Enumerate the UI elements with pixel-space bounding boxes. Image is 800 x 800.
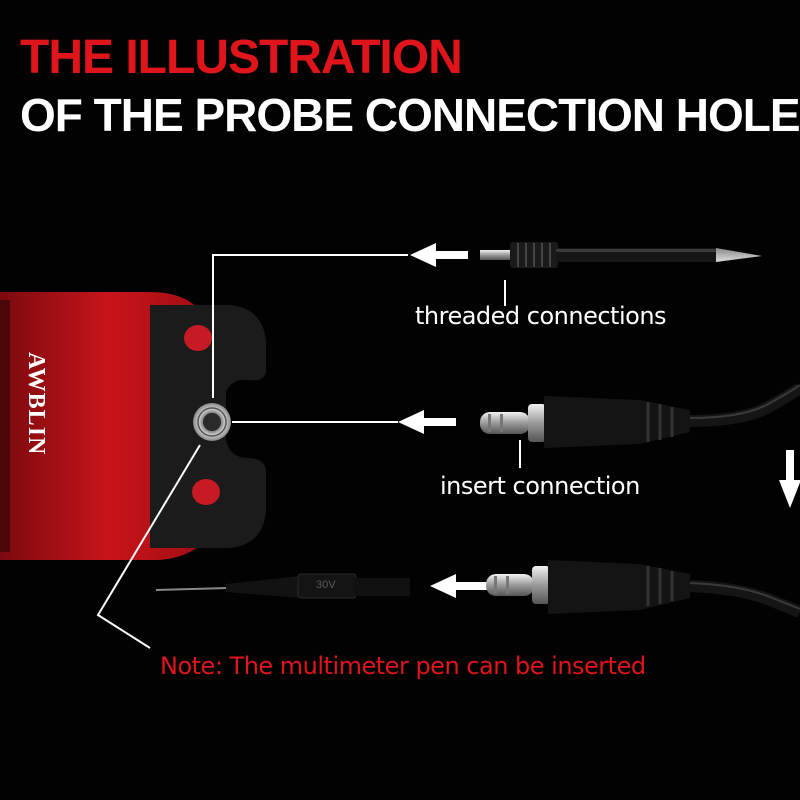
title-line-1: THE ILLUSTRATION — [20, 31, 463, 84]
banana-plug-cable — [480, 383, 800, 448]
brand-logo: AWBLIN — [23, 352, 49, 456]
arrow-down-icon — [779, 450, 800, 508]
tester-device — [0, 292, 266, 560]
led-bottom — [192, 479, 220, 505]
probe-rating: 30V — [316, 579, 336, 591]
arrow-left-icon — [430, 574, 488, 598]
threaded-connections-label: threaded connections — [415, 302, 667, 330]
threaded-probe — [480, 242, 762, 268]
arrow-left-icon — [410, 243, 468, 267]
arrow-left-icon — [398, 410, 456, 434]
multimeter-pen — [155, 573, 410, 599]
led-top — [184, 325, 212, 351]
title-line-2: OF THE PROBE CONNECTION HOLE — [20, 89, 800, 141]
banana-plug-cable — [486, 560, 800, 618]
note-text: Note: The multimeter pen can be inserted — [160, 652, 646, 680]
insert-connection-label: insert connection — [440, 472, 640, 500]
callout-lines — [96, 254, 521, 649]
